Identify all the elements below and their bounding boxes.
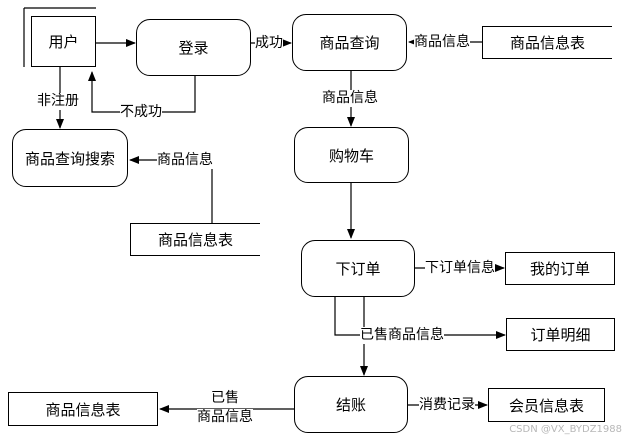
- flow-label-not-registered: 非注册: [37, 93, 79, 110]
- node-my-orders: 我的订单: [505, 252, 615, 285]
- node-product-info-table-top: 商品信息表: [482, 26, 612, 59]
- flow-label-sold-line2: 商品信息: [197, 409, 253, 426]
- arrow-order-to-details: [334, 297, 506, 339]
- node-product-query: 商品查询: [292, 14, 407, 71]
- node-user: 用户: [31, 16, 96, 67]
- flow-label-consumption-record: 消费记录: [419, 397, 475, 414]
- node-product-info-table-bottom: 商品信息表: [8, 392, 158, 426]
- node-checkout: 结账: [294, 376, 408, 433]
- node-product-query-search: 商品查询搜索: [12, 129, 128, 187]
- flow-label-product-info-to-cart: 商品信息: [322, 90, 378, 107]
- node-login: 登录: [136, 19, 251, 76]
- node-order-details: 订单明细: [506, 318, 615, 351]
- flow-label-failed: 不成功: [120, 104, 162, 121]
- node-member-info-table: 会员信息表: [488, 388, 605, 422]
- flow-label-product-info-in: 商品信息: [414, 34, 470, 51]
- flow-label-success: 成功: [255, 35, 283, 52]
- flow-label-order-info: 下订单信息: [425, 260, 495, 277]
- node-cart: 购物车: [294, 127, 409, 183]
- flow-label-sold-product-info: 已售商品信息: [360, 327, 444, 344]
- arrow-store-to-search: [129, 156, 213, 229]
- flow-label-product-info-to-search: 商品信息: [157, 152, 213, 169]
- node-product-info-table-mid: 商品信息表: [130, 223, 260, 256]
- flow-label-sold-line1: 已售: [211, 390, 239, 407]
- watermark: CSDN @VX_BYDZ1988: [509, 424, 622, 435]
- node-place-order: 下订单: [301, 240, 415, 297]
